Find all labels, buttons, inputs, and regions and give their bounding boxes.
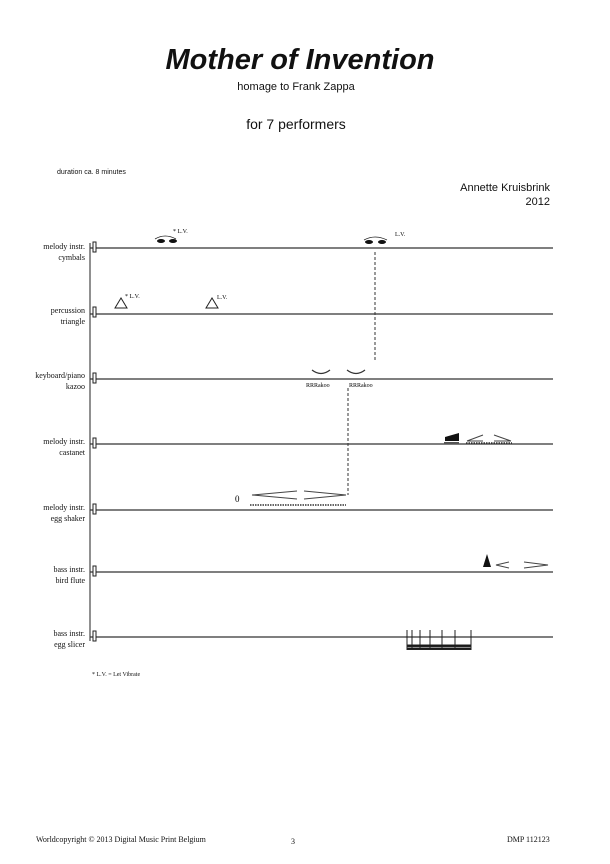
label-line1: bass instr. (53, 565, 85, 574)
decrescendo-icon (303, 490, 347, 500)
decrescendo-icon (523, 561, 549, 569)
percussion-clef-icon (92, 372, 97, 384)
staff-label-egg-slicer: bass instr. egg slicer (0, 628, 85, 650)
percussion-clef-icon (92, 503, 97, 515)
cymbal-notes-2 (363, 236, 388, 244)
page-number: 3 (291, 837, 295, 846)
beam (406, 644, 472, 647)
castanet-accent-icon (445, 433, 459, 441)
label-line1: percussion (50, 306, 85, 315)
lv-marking: * L.V. (173, 229, 188, 235)
triangle-note-icon (205, 297, 219, 309)
staff-label-bird-flute: bass instr. bird flute (0, 564, 85, 586)
label-line2: kazoo (65, 382, 85, 391)
label-line1: melody instr. (43, 503, 85, 512)
kazoo-mouth-icon (311, 369, 331, 375)
composer-name: Annette Kruisbrink (460, 182, 550, 194)
catalog-number: DMP 112123 (507, 835, 550, 844)
dynamic-marking: 0 (235, 494, 240, 504)
crescendo-icon (466, 434, 484, 442)
beam (406, 647, 472, 650)
cymbal-notes-1 (154, 235, 177, 243)
label-line2: castanet (59, 448, 85, 457)
lv-marking: L.V. (395, 232, 406, 238)
crescendo-icon (495, 561, 510, 569)
label-line2: egg shaker (50, 514, 85, 523)
label-line2: egg slicer (54, 640, 85, 649)
performers-text: for 7 performers (246, 116, 346, 132)
cymbal-note-icon (157, 239, 165, 243)
score-subtitle: homage to Frank Zappa (237, 81, 355, 93)
kazoo-mouth-icon (346, 369, 366, 375)
staff-label-triangle: percussion triangle (0, 305, 85, 327)
label-line1: melody instr. (43, 437, 85, 446)
staff-label-egg-shaker: melody instr. egg shaker (0, 502, 85, 524)
egg-slicer-notes (406, 630, 472, 650)
copyright-text: Worldcopyright © 2013 Digital Music Prin… (36, 835, 206, 844)
percussion-clef-icon (92, 437, 97, 449)
lv-marking: * L.V. (125, 294, 140, 300)
decrescendo-icon (493, 434, 512, 442)
staff-label-kazoo: keyboard/piano kazoo (0, 370, 85, 392)
cymbal-note-icon (365, 240, 373, 244)
label-line2: bird flute (55, 576, 85, 585)
percussion-clef-icon (92, 565, 97, 577)
tremolo-icon (444, 442, 459, 444)
percussion-clef-icon (92, 241, 97, 253)
label-line2: cymbals (58, 253, 85, 262)
cymbal-note-icon (378, 240, 386, 244)
lv-marking: L.V. (217, 295, 228, 301)
label-line2: triangle (60, 317, 85, 326)
score-title: Mother of Invention (165, 44, 435, 76)
tie-icon (363, 236, 388, 241)
percussion-clef-icon (92, 306, 97, 318)
label-line1: bass instr. (53, 629, 85, 638)
staff-lines (90, 247, 553, 638)
triangle-note-icon (114, 297, 128, 309)
duration-text: duration ca. 8 minutes (57, 169, 126, 176)
percussion-clefs (92, 241, 97, 642)
cymbal-note-icon (169, 239, 177, 243)
kazoo-syllable: RRRakoo (306, 383, 330, 389)
crescendo-icon (251, 490, 298, 500)
label-line1: melody instr. (43, 242, 85, 251)
footnote: * L.V. = Let Vibrate (92, 672, 141, 678)
composition-year: 2012 (525, 196, 550, 208)
tie-icon (154, 235, 177, 240)
bird-flute-accent-icon (483, 554, 491, 567)
label-line1: keyboard/piano (35, 371, 85, 380)
staff-label-castanet: melody instr. castanet (0, 436, 85, 458)
kazoo-syllable: RRRakoo (349, 383, 373, 389)
percussion-clef-icon (92, 630, 97, 642)
staff-label-cymbals: melody instr. cymbals (0, 241, 85, 263)
